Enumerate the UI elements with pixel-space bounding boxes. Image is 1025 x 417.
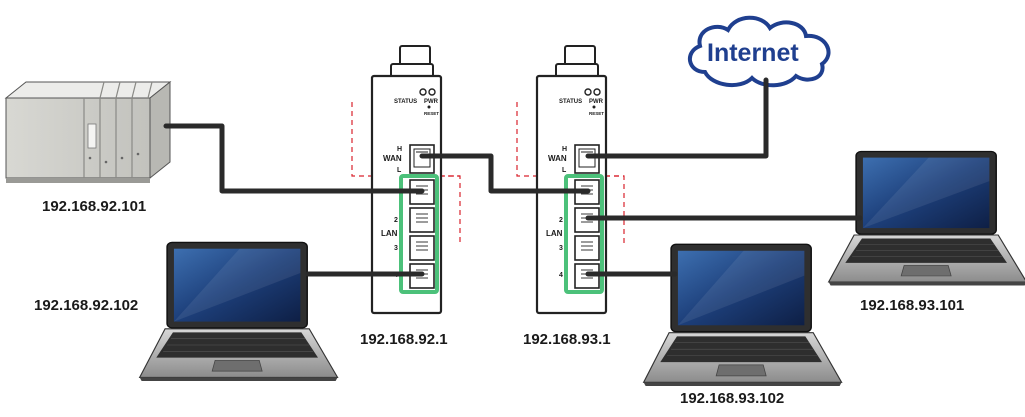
lan-port-3-number: 3	[394, 245, 398, 252]
din-rail-clip	[555, 45, 599, 79]
status-led-icon	[584, 88, 592, 96]
internet-label: Internet	[707, 39, 799, 67]
lan-label: LAN	[546, 229, 563, 238]
lan-ports-highlight	[399, 174, 439, 294]
laptop-2-ip-label: 192.168.93.101	[860, 297, 964, 314]
lan-port-4-number: 4	[559, 272, 563, 279]
lan-port-2-number: 2	[559, 217, 563, 224]
laptop-3-ip-label: 192.168.93.102	[680, 390, 784, 407]
lan-port-2-number: 2	[394, 217, 398, 224]
reset-button-icon	[592, 105, 596, 109]
laptop-1	[138, 241, 339, 382]
reset-label: RESET	[424, 111, 439, 116]
wan-h-label: H	[397, 146, 402, 153]
plc-ip-label: 192.168.92.101	[42, 198, 146, 215]
wan-label: WAN	[548, 154, 567, 163]
lan-port-3-number: 3	[559, 245, 563, 252]
status-label: STATUS	[394, 99, 417, 105]
pwr-led-icon	[428, 88, 436, 96]
plc-device	[4, 80, 172, 183]
laptop-3	[642, 243, 843, 387]
router-2-ip-label: 192.168.93.1	[523, 331, 611, 348]
reset-button-icon	[427, 105, 431, 109]
pwr-label: PWR	[589, 99, 604, 105]
network-cables	[163, 77, 863, 277]
cable-router1-wan-to-router2-lan1	[419, 153, 591, 194]
pwr-label: PWR	[424, 99, 439, 105]
wan-l-label: L	[397, 167, 402, 174]
router-1: STATUS PWR RESET H WAN L 2 LAN 3	[370, 45, 443, 315]
wan-l-label: L	[562, 167, 567, 174]
lan-label: LAN	[381, 229, 398, 238]
laptop-1-ip-label: 192.168.92.102	[34, 297, 138, 314]
status-led-icon	[419, 88, 427, 96]
wan-h-label: H	[562, 146, 567, 153]
wan-port	[409, 144, 435, 174]
wan-port	[574, 144, 600, 174]
pwr-led-icon	[593, 88, 601, 96]
cable-plc-to-router1-lan1	[163, 123, 425, 194]
router-1-ip-label: 192.168.92.1	[360, 331, 448, 348]
din-rail-clip	[390, 45, 434, 79]
internet-cloud-icon: Internet	[688, 15, 831, 88]
status-label: STATUS	[559, 99, 582, 105]
reset-label: RESET	[589, 111, 604, 116]
wan-label: WAN	[383, 154, 402, 163]
cable-router2-wan-to-internet	[585, 77, 769, 159]
lan-ports-highlight	[564, 174, 604, 294]
router-2: STATUS PWR RESET H WAN L 2 LAN 3	[535, 45, 608, 315]
